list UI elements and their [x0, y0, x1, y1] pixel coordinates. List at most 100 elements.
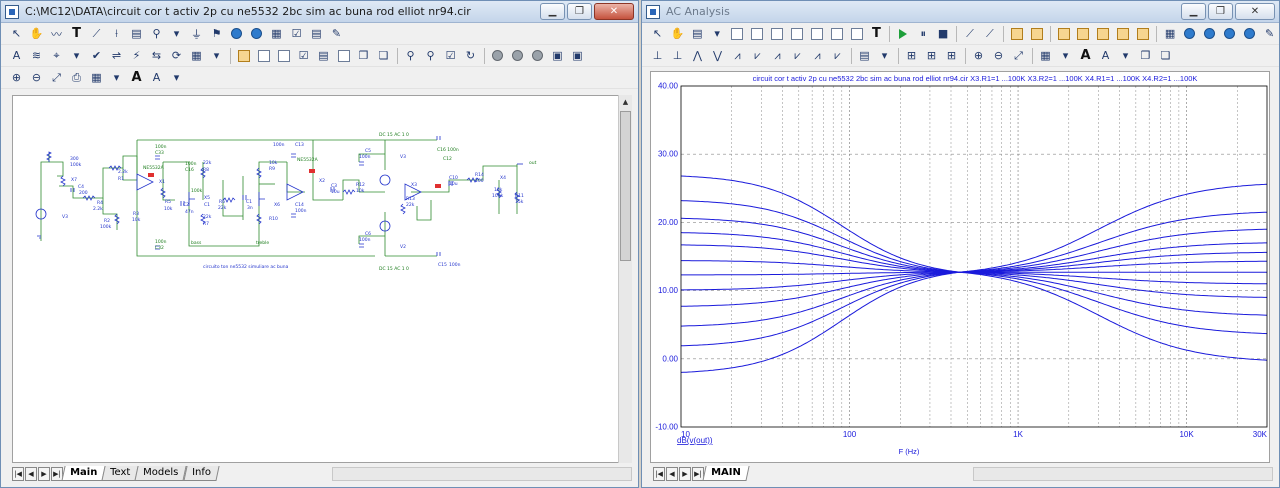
find-next-icon[interactable]: ⚲: [426, 49, 435, 62]
page-icon[interactable]: [1007, 25, 1026, 43]
find-icon[interactable]: ⚲: [406, 49, 415, 62]
find-icon[interactable]: [1220, 25, 1239, 43]
rotate-icon[interactable]: ⟳: [171, 49, 182, 62]
text-anchor-icon[interactable]: A: [12, 49, 21, 62]
minimize-button[interactable]: ▁: [1181, 3, 1206, 20]
dropdown-icon[interactable]: ▾: [73, 49, 80, 62]
pause-icon[interactable]: ⏸: [920, 26, 926, 40]
stepping-icon[interactable]: ⟋: [966, 26, 974, 40]
cursor-top-icon[interactable]: ⩘: [774, 48, 781, 62]
grid-icon[interactable]: ▦: [271, 27, 282, 40]
ac-plot[interactable]: circuit cor t activ 2p cu ne5532 2bc sim…: [651, 72, 1269, 462]
cursor-global-icon[interactable]: ⩘: [814, 48, 821, 62]
tag-icon[interactable]: ⊞: [926, 49, 937, 62]
text-tool-icon[interactable]: T: [871, 26, 881, 41]
ac-analysis-titlebar[interactable]: AC Analysis ▁ ❐ ✕: [642, 1, 1279, 23]
maximize-button[interactable]: ❐: [1208, 3, 1233, 20]
scale-icon[interactable]: [767, 25, 786, 43]
pin-tool-icon[interactable]: ⟊: [115, 26, 118, 40]
cursor-high-icon[interactable]: ⋀: [692, 49, 703, 62]
paste-icon[interactable]: ❏: [378, 49, 389, 62]
find-icon[interactable]: [1181, 25, 1200, 43]
window-icon[interactable]: [1074, 25, 1093, 43]
zoom-fit-icon[interactable]: ⤢: [1014, 48, 1023, 62]
window-icon[interactable]: ▣: [552, 49, 563, 62]
info-icon[interactable]: [227, 25, 246, 43]
cursor-bottom-icon[interactable]: ⩗: [794, 48, 801, 62]
calc-icon[interactable]: ▦: [1164, 27, 1176, 40]
close-button[interactable]: ✕: [594, 3, 634, 20]
page-icon[interactable]: [274, 47, 293, 65]
zoom-out-icon[interactable]: ⊖: [31, 71, 42, 84]
page-icon[interactable]: [1027, 25, 1046, 43]
page-icon[interactable]: [254, 47, 273, 65]
next-page-icon[interactable]: ▶: [679, 467, 691, 481]
font-icon[interactable]: A: [1080, 48, 1091, 63]
scale-icon[interactable]: [748, 25, 767, 43]
font-color-icon[interactable]: A: [152, 71, 161, 84]
next-page-icon[interactable]: ▶: [38, 467, 50, 481]
prev-page-icon[interactable]: ◀: [666, 467, 678, 481]
attribute-icon[interactable]: ✎: [331, 27, 342, 40]
more-icon[interactable]: [528, 47, 547, 65]
pin-connections-icon[interactable]: ⇌: [111, 49, 122, 62]
copy-icon[interactable]: ❐: [358, 49, 369, 62]
stop-icon[interactable]: [508, 47, 527, 65]
first-page-icon[interactable]: |◀: [653, 467, 665, 481]
ac-plot-canvas[interactable]: circuit cor t activ 2p cu ne5532 2bc sim…: [650, 71, 1270, 463]
window-icon[interactable]: [1094, 25, 1113, 43]
empty-box-icon[interactable]: [334, 47, 353, 65]
minimize-button[interactable]: ▁: [540, 3, 565, 20]
wire-icon[interactable]: 〰: [51, 27, 62, 41]
window-icon[interactable]: [1054, 25, 1073, 43]
junction-icon[interactable]: ⚡: [132, 49, 141, 62]
stop-icon[interactable]: ■: [937, 27, 949, 40]
probe-icon[interactable]: ⚲: [152, 27, 161, 40]
maximize-button[interactable]: ❐: [567, 3, 592, 20]
tab-text[interactable]: Text: [101, 466, 140, 481]
pan-icon[interactable]: ✋: [670, 27, 685, 40]
properties-icon[interactable]: ✎: [1264, 27, 1275, 40]
tab-main[interactable]: MAIN: [702, 466, 750, 481]
tag-icon[interactable]: ⊞: [906, 49, 917, 62]
tag-icon[interactable]: ⊞: [946, 49, 957, 62]
font-icon[interactable]: A: [131, 70, 142, 85]
horizontal-scrollbar[interactable]: [332, 467, 632, 481]
dropdown-icon[interactable]: ▾: [1122, 49, 1129, 62]
copy-icon[interactable]: ❐: [1140, 49, 1151, 62]
scale-icon[interactable]: [728, 25, 747, 43]
grid-icon[interactable]: ▦: [191, 49, 202, 62]
component-icon[interactable]: ▤: [692, 27, 703, 40]
select-mode-icon[interactable]: ↖: [11, 27, 22, 40]
help-icon[interactable]: [247, 25, 266, 43]
ground-icon[interactable]: ⏚: [191, 27, 202, 41]
window-icon[interactable]: ▣: [572, 49, 583, 62]
find-icon[interactable]: [1200, 25, 1219, 43]
dropdown-icon[interactable]: ▾: [173, 71, 180, 84]
vertical-scrollbar[interactable]: ▲: [618, 95, 632, 463]
check-icon[interactable]: ☑: [298, 49, 309, 62]
scale-icon[interactable]: [847, 25, 866, 43]
scale-icon[interactable]: [827, 25, 846, 43]
zoom-fit-icon[interactable]: ⤢: [52, 70, 61, 84]
dropdown-icon[interactable]: ▾: [714, 27, 720, 40]
dropdown-icon[interactable]: ▾: [1062, 49, 1069, 62]
y-expression-label[interactable]: dB(v(out)): [677, 436, 713, 445]
scale-icon[interactable]: [787, 25, 806, 43]
checkbox-icon[interactable]: ☑: [291, 27, 302, 40]
text-tool-icon[interactable]: T: [72, 26, 81, 41]
window-icon[interactable]: [1114, 25, 1133, 43]
grid-icon[interactable]: ▦: [1040, 49, 1051, 62]
flag-icon[interactable]: ⚑: [211, 27, 222, 40]
scale-icon[interactable]: [807, 25, 826, 43]
close-button[interactable]: ✕: [1235, 3, 1275, 20]
dropdown-icon[interactable]: ▾: [173, 27, 180, 40]
pan-icon[interactable]: ✋: [29, 27, 44, 40]
tab-info[interactable]: Info: [183, 466, 220, 481]
step-icon[interactable]: ✔: [91, 49, 102, 62]
scroll-up-icon[interactable]: ▲: [622, 98, 629, 106]
scrollbar-thumb[interactable]: [620, 111, 631, 261]
tab-main[interactable]: Main: [61, 466, 106, 481]
check-icon[interactable]: ☑: [445, 49, 456, 62]
dropdown-icon[interactable]: ▾: [881, 49, 888, 62]
